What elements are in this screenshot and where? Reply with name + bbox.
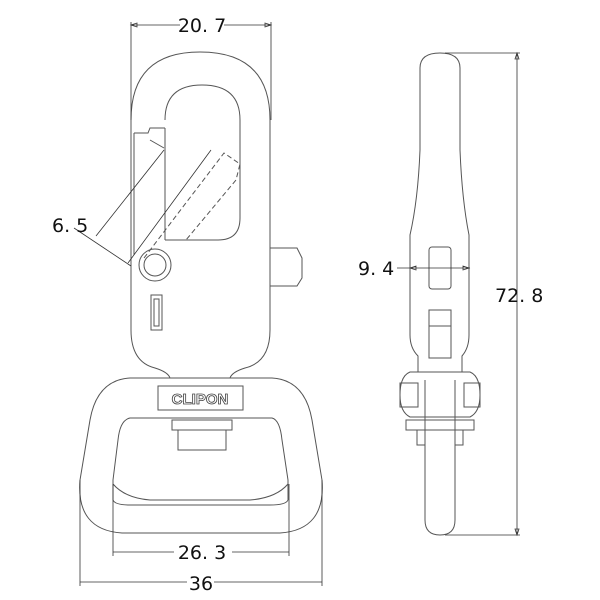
gate-open-lines: [95, 149, 212, 264]
dim-hook-width-line: [129, 22, 273, 120]
side-loop: [424, 380, 456, 536]
dim-ring-outer: 36: [189, 573, 213, 595]
pivot-pin-outer: [138, 248, 172, 282]
hook-inner-slot: [164, 84, 241, 241]
front-view: CLIPON 20. 7 6. 5 26. 3 36: [52, 15, 323, 595]
side-slot-bottom: [428, 309, 452, 359]
slot-window-inner: [153, 298, 160, 327]
side-body-outline: [409, 52, 470, 373]
side-washer: [405, 419, 475, 431]
swivel-post: [177, 429, 227, 451]
swivel-ring-outer: [79, 377, 323, 534]
dim-total-length-line: [445, 51, 520, 537]
side-collar: [399, 371, 481, 418]
logo-text: CLIPON: [172, 391, 229, 408]
dim-total-length: 72. 8: [495, 285, 543, 307]
dim-ring-inner: 26. 3: [178, 542, 226, 564]
logo-plate: [157, 385, 244, 411]
dim-ring-outer-line: [79, 480, 323, 586]
dim-ring-inner-line: [112, 484, 290, 556]
dim-gate-opening: 6. 5: [52, 215, 88, 237]
swivel-washer: [171, 419, 233, 431]
dim-side-thickness-line: [397, 265, 471, 271]
slot-window: [150, 294, 163, 331]
gate: [133, 127, 166, 255]
dim-side-thickness: 9. 4: [358, 258, 394, 280]
hook-body-outline: [130, 51, 271, 379]
ring-inner-edge: [112, 483, 289, 501]
gate-open-position: [143, 152, 241, 259]
dim-hook-width: 20. 7: [178, 15, 226, 37]
side-logo-left: [399, 382, 419, 408]
side-post: [416, 430, 464, 446]
pivot-pin-inner: [143, 253, 167, 277]
swivel-ring-inner: [112, 417, 289, 506]
side-button: [270, 247, 303, 287]
side-logo-right: [463, 382, 481, 408]
side-view: 9. 4 72. 8: [358, 51, 543, 537]
dim-gate-line: [73, 227, 132, 267]
